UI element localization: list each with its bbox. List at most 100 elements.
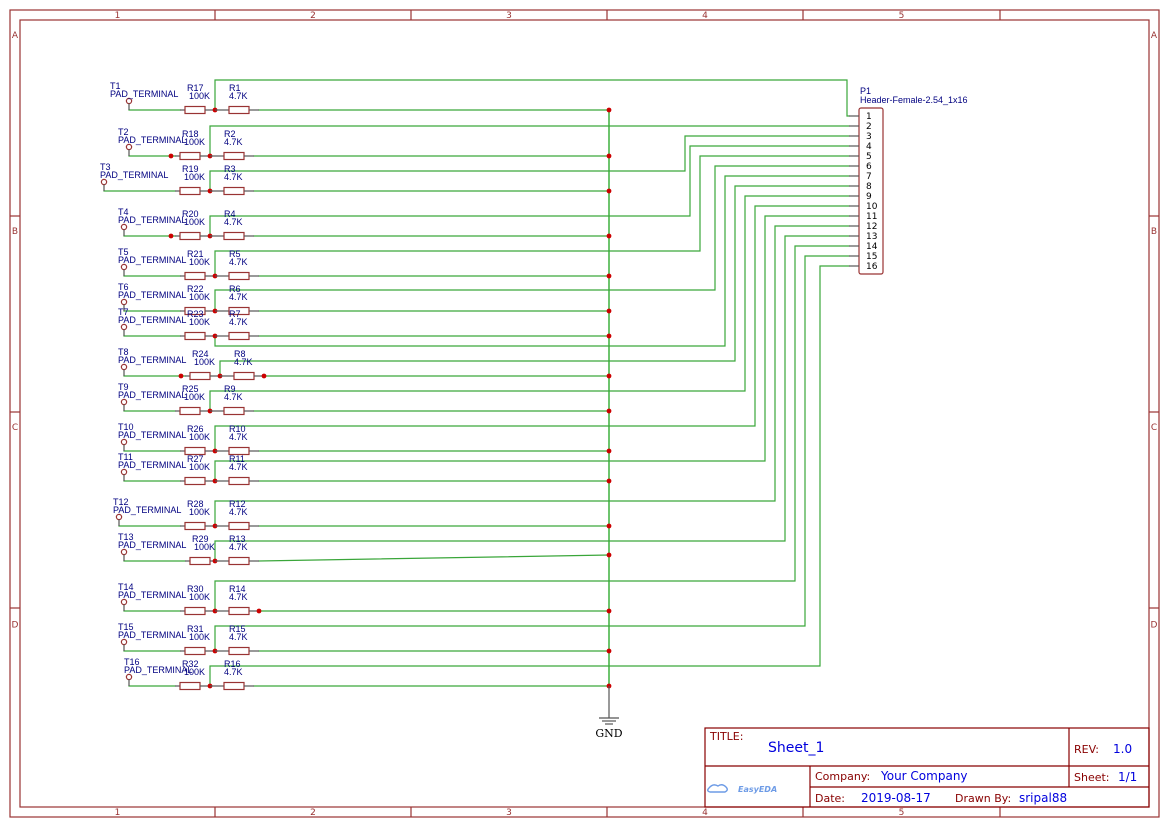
series-resistor[interactable] bbox=[184, 271, 206, 281]
ground-symbol[interactable]: GND bbox=[595, 686, 623, 740]
header-p1[interactable]: P1 Header-Female-2.54_1x16 1234567891011… bbox=[849, 86, 968, 275]
column-label-top: 1 bbox=[115, 11, 121, 21]
series-resistor[interactable] bbox=[184, 476, 206, 486]
pull-resistor[interactable] bbox=[223, 151, 245, 161]
pad-terminal-icon[interactable] bbox=[115, 513, 123, 521]
column-label-bottom: 3 bbox=[506, 808, 512, 818]
series-resistor-designator: R21 bbox=[187, 249, 204, 259]
column-label-top: 5 bbox=[899, 11, 905, 21]
pull-resistor[interactable] bbox=[228, 646, 250, 656]
pull-resistor[interactable] bbox=[228, 105, 250, 115]
pad-terminal-icon[interactable] bbox=[120, 468, 128, 476]
pad-terminal-icon[interactable] bbox=[120, 363, 128, 371]
pull-resistor-designator: R3 bbox=[224, 164, 236, 174]
pull-resistor[interactable] bbox=[228, 521, 250, 531]
series-resistor-designator: R20 bbox=[182, 209, 199, 219]
pull-resistor[interactable] bbox=[223, 406, 245, 416]
pull-resistor-value: 4.7K bbox=[224, 667, 243, 677]
pull-resistor-value: 4.7K bbox=[229, 91, 248, 101]
pull-resistor[interactable] bbox=[228, 606, 250, 616]
series-resistor[interactable] bbox=[179, 151, 201, 161]
pull-resistor-value: 4.7K bbox=[229, 432, 248, 442]
terminal-designator: T2 bbox=[118, 127, 129, 137]
pull-resistor[interactable] bbox=[228, 271, 250, 281]
series-resistor-value: 100K bbox=[189, 257, 210, 267]
series-resistor-value: 100K bbox=[184, 172, 205, 182]
pull-resistor[interactable] bbox=[223, 186, 245, 196]
series-resistor-value: 100K bbox=[184, 392, 205, 402]
pull-resistor[interactable] bbox=[223, 681, 245, 691]
series-resistor-designator: R22 bbox=[187, 284, 204, 294]
pad-terminal-icon[interactable] bbox=[100, 178, 108, 186]
junction-dot bbox=[256, 608, 262, 614]
series-resistor[interactable] bbox=[179, 186, 201, 196]
series-resistor[interactable] bbox=[189, 371, 211, 381]
header-body[interactable] bbox=[858, 107, 884, 275]
terminal-designator: T8 bbox=[118, 347, 129, 357]
pad-terminal-icon[interactable] bbox=[120, 548, 128, 556]
series-resistor-designator: R32 bbox=[182, 659, 199, 669]
channel-wires-t3 bbox=[103, 135, 850, 194]
pull-resistor[interactable] bbox=[228, 556, 250, 566]
series-resistor[interactable] bbox=[184, 606, 206, 616]
series-resistor[interactable] bbox=[179, 681, 201, 691]
series-resistor[interactable] bbox=[184, 646, 206, 656]
signal-wire-to-header-pin-13 bbox=[214, 235, 850, 562]
pad-terminal-icon[interactable] bbox=[120, 263, 128, 271]
pull-resistor-value: 4.7K bbox=[229, 542, 248, 552]
pull-resistor[interactable] bbox=[228, 331, 250, 341]
pad-terminal-icon[interactable] bbox=[120, 638, 128, 646]
pull-resistor-designator: R9 bbox=[224, 384, 236, 394]
pull-resistor-designator: R6 bbox=[229, 284, 241, 294]
series-resistor[interactable] bbox=[184, 521, 206, 531]
pull-resistor[interactable] bbox=[223, 231, 245, 241]
channel-wires-t6 bbox=[123, 165, 850, 314]
company-value: Your Company bbox=[880, 769, 968, 783]
terminal-value: PAD_TERMINAL bbox=[124, 665, 192, 675]
pad-terminal-icon[interactable] bbox=[125, 143, 133, 151]
pad-terminal-icon[interactable] bbox=[120, 598, 128, 606]
channel-wires-t13 bbox=[123, 235, 850, 562]
series-resistor-value: 100K bbox=[184, 137, 205, 147]
pad-terminal-icon[interactable] bbox=[120, 438, 128, 446]
pull-resistor[interactable] bbox=[233, 371, 255, 381]
pull-resistor-designator: R12 bbox=[229, 499, 246, 509]
wire-to-ground-bus bbox=[258, 554, 610, 562]
terminal-value: PAD_TERMINAL bbox=[118, 430, 186, 440]
series-resistor[interactable] bbox=[184, 331, 206, 341]
ground-junction-dot bbox=[606, 523, 612, 529]
pad-terminal-icon[interactable] bbox=[125, 97, 133, 105]
pad-terminal-icon[interactable] bbox=[120, 323, 128, 331]
title-block: TITLE: Sheet_1 REV: 1.0 Company: Your Co… bbox=[704, 727, 1150, 808]
header-part-name: Header-Female-2.54_1x16 bbox=[860, 95, 968, 105]
header-pin-number: 5 bbox=[866, 152, 872, 162]
series-resistor[interactable] bbox=[179, 406, 201, 416]
pull-resistor-designator: R4 bbox=[224, 209, 236, 219]
series-resistor-value: 100K bbox=[194, 357, 215, 367]
pull-resistor[interactable] bbox=[228, 476, 250, 486]
pad-terminal-icon[interactable] bbox=[125, 673, 133, 681]
pad-terminal-icon[interactable] bbox=[120, 223, 128, 231]
terminal-designator: T9 bbox=[118, 382, 129, 392]
terminal-designator: T14 bbox=[118, 582, 134, 592]
pull-resistor-value: 4.7K bbox=[229, 632, 248, 642]
series-resistor[interactable] bbox=[184, 105, 206, 115]
channel-wires-t11 bbox=[123, 215, 850, 484]
series-resistor-value: 100K bbox=[189, 592, 210, 602]
pad-terminal-icon[interactable] bbox=[120, 298, 128, 306]
pad-terminal-icon[interactable] bbox=[120, 398, 128, 406]
series-resistor[interactable] bbox=[189, 556, 211, 566]
pull-resistor-value: 4.7K bbox=[229, 507, 248, 517]
terminal-designator: T1 bbox=[110, 81, 121, 91]
terminal-value: PAD_TERMINAL bbox=[118, 460, 186, 470]
series-resistor[interactable] bbox=[179, 231, 201, 241]
series-resistor-value: 100K bbox=[189, 91, 210, 101]
